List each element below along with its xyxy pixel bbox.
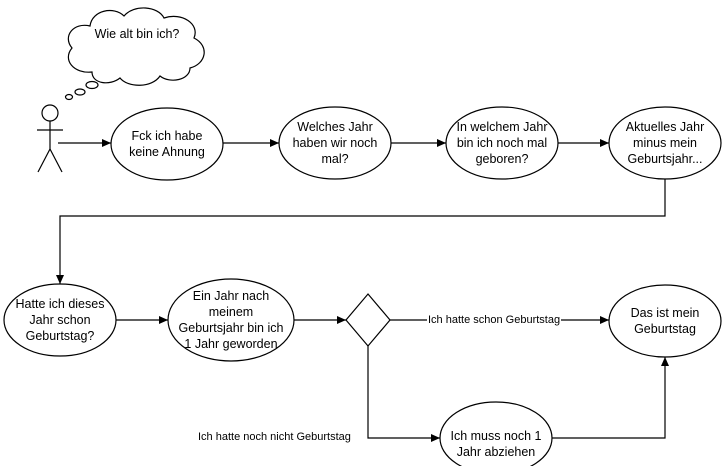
decision-diamond	[345, 293, 391, 347]
edge-n8-to-n7	[552, 357, 669, 439]
edge-diamond-to-n8	[367, 346, 440, 442]
actor-stick-figure	[37, 104, 63, 173]
edge-label-yes: Ich hatte schon Geburtstag	[427, 313, 562, 327]
node-text-7: Das ist mein Geburtstag	[630, 306, 700, 336]
node-ellipse-1	[110, 107, 224, 181]
node-text-4: Aktuelles Jahr minus mein Geburtsjahr...	[625, 120, 705, 166]
node-text-2: Welches Jahr haben wir noch mal?	[292, 120, 378, 166]
node-text-1: Fck ich habe keine Ahnung	[129, 129, 205, 159]
edge-label-no: Ich hatte noch nicht Geburtstag	[197, 430, 352, 444]
thought-cloud	[64, 7, 205, 101]
node-text-8: Ich muss noch 1 Jahr abziehen	[450, 429, 542, 459]
node-text-5: Hatte ich dieses Jahr schon Geburtstag?	[15, 297, 105, 343]
edge-n4-to-n5	[56, 179, 666, 284]
node-text-6: Ein Jahr nach meinem Geburtsjahr bin ich…	[178, 289, 284, 351]
node-text-3: In welchem Jahr bin ich noch mal geboren…	[456, 120, 548, 166]
thought-text: Wie alt bin ich?	[94, 27, 180, 41]
